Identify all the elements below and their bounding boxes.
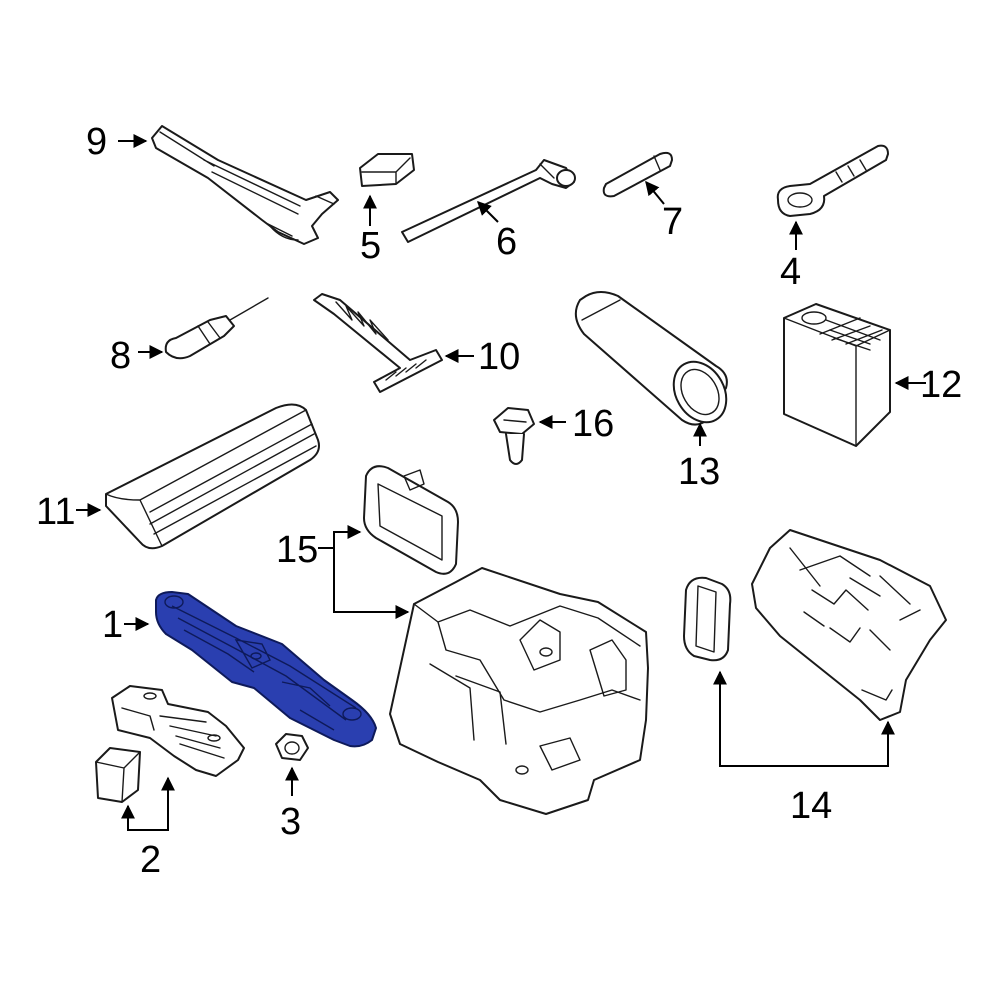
part-2-bracket[interactable]: [111, 685, 245, 777]
part-11-foam-block[interactable]: [105, 403, 320, 550]
part-14-foam-tray[interactable]: [751, 529, 947, 721]
callout-11: 11: [36, 491, 75, 533]
callout-6: 6: [496, 221, 517, 263]
callout-4: 4: [780, 251, 801, 293]
part-2-pad[interactable]: [95, 747, 141, 803]
leader-lines: [76, 134, 926, 831]
callout-10: 10: [478, 336, 520, 378]
spare-wheel-tray: [389, 567, 649, 815]
part-7-pin[interactable]: [602, 151, 673, 198]
part-9-jack-handle[interactable]: [151, 125, 339, 245]
callout-5: 5: [360, 225, 381, 267]
part-8-screwdriver[interactable]: [164, 297, 269, 360]
part-5-clip[interactable]: [359, 153, 415, 187]
callout-16: 16: [572, 403, 614, 445]
part-1-scissor-jack[interactable]: [155, 591, 377, 748]
callout-9: 9: [86, 121, 107, 163]
part-12-compressor[interactable]: [783, 303, 891, 447]
callout-1: 1: [102, 604, 123, 646]
part-16-bolt[interactable]: [493, 407, 535, 465]
part-15-frame[interactable]: [363, 465, 459, 575]
callout-7: 7: [662, 201, 683, 243]
part-4-tow-eye[interactable]: [776, 144, 889, 217]
callout-numbers: 9 5 6 7 4 8 10 11 12 13 16 15 1 2 3 14: [36, 121, 962, 881]
part-10-tool[interactable]: [313, 293, 443, 393]
callout-12: 12: [920, 364, 962, 406]
part-3-nut[interactable]: [275, 733, 309, 761]
callout-2: 2: [140, 839, 161, 881]
part-13-cylinder[interactable]: [574, 291, 737, 432]
callout-3: 3: [280, 801, 301, 843]
callout-8: 8: [110, 335, 131, 377]
part-14-insert[interactable]: [683, 576, 732, 662]
callout-15: 15: [276, 529, 318, 571]
part-6-lug-wrench[interactable]: [401, 159, 576, 243]
callout-13: 13: [678, 451, 720, 493]
callout-14: 14: [790, 785, 832, 827]
